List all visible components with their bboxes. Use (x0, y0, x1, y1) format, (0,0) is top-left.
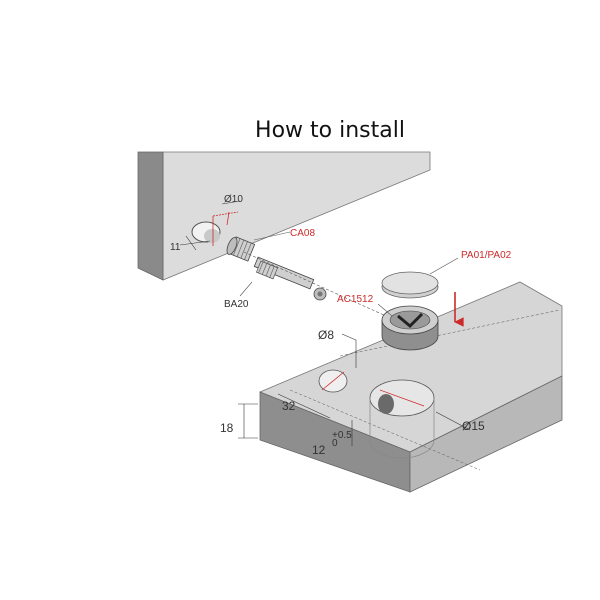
connector-bolt (226, 231, 387, 317)
page-title: How to install (255, 118, 405, 143)
board-side-face (409, 375, 563, 493)
part-pa-label: PA01/PA02 (461, 250, 512, 261)
side-panel-face (162, 151, 431, 281)
part-ba20-label: BA20 (224, 299, 249, 310)
part-ac1512-label: AC1512 (337, 294, 374, 305)
cam-fitting-ac1512 (377, 303, 439, 351)
dim-d18-label: 18 (220, 421, 234, 435)
cover-cap (381, 257, 459, 299)
dim-d12-tol-plus: +0.5 (332, 430, 352, 441)
side-panel-edge (137, 151, 164, 281)
dim-d15-label: Ø15 (462, 419, 485, 433)
dim-d11-label: 11 (170, 242, 181, 253)
dim-d32-label: 32 (282, 399, 296, 413)
dim-d10-label: Ø10 (224, 194, 243, 205)
dim-d12-label: 12 (312, 443, 326, 457)
bottom-board (238, 281, 563, 493)
part-ca08-label: CA08 (290, 228, 315, 239)
side-panel (137, 151, 431, 281)
dim-d8-label: Ø8 (318, 328, 334, 342)
dim-d12-tol-minus: 0 (332, 438, 338, 449)
